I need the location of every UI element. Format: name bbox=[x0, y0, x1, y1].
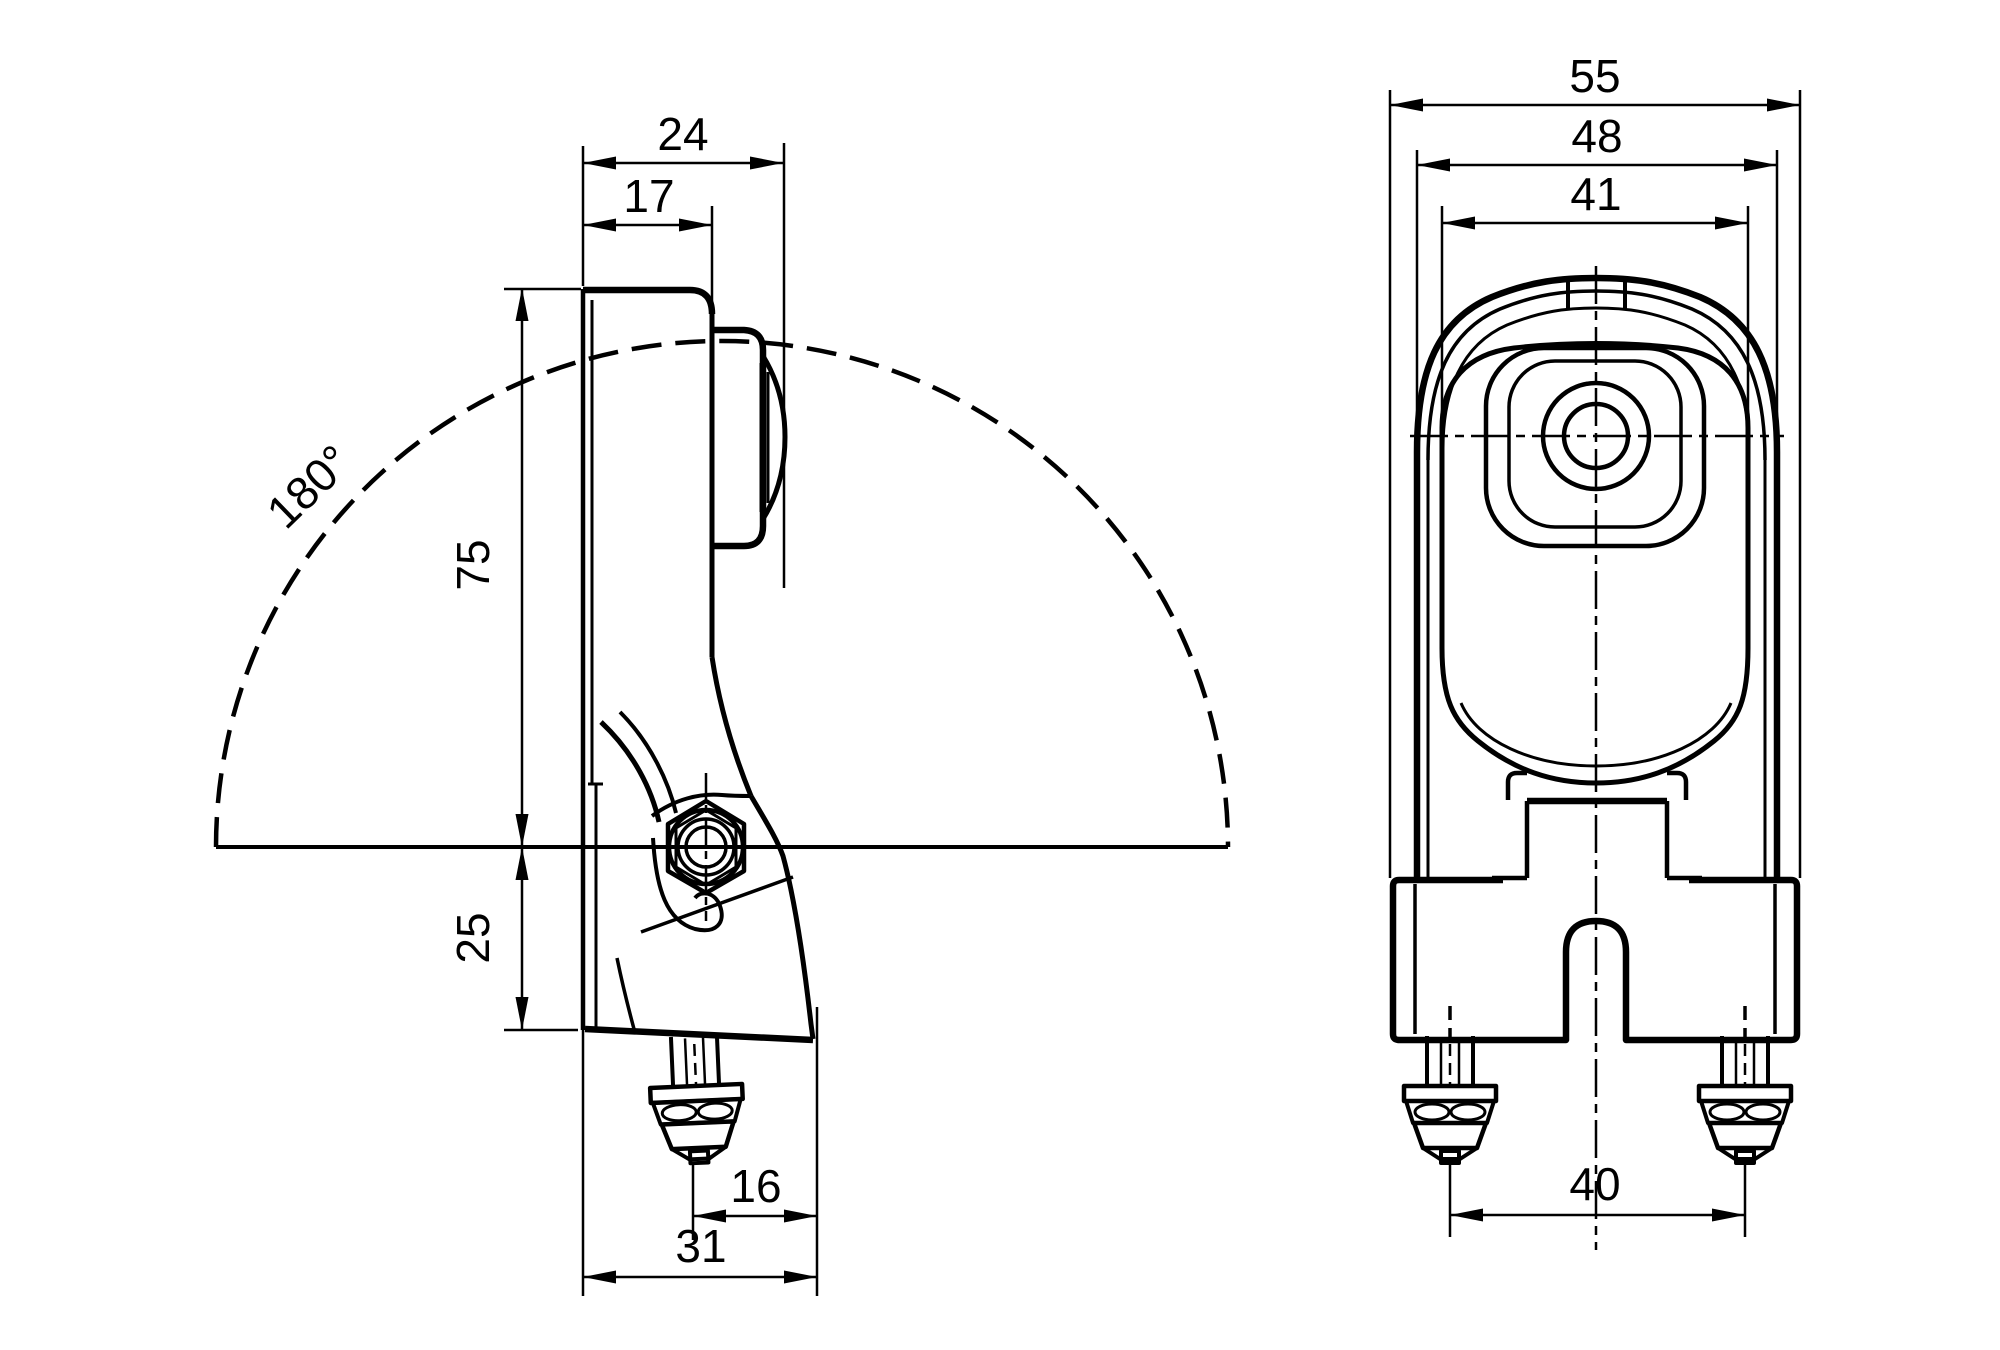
fork-hook bbox=[651, 837, 724, 933]
arrow-75-top bbox=[515, 288, 529, 321]
arrow-41-right bbox=[1715, 216, 1748, 230]
dim-label-40: 40 bbox=[1569, 1158, 1620, 1210]
arrow-31-left bbox=[583, 1270, 616, 1284]
arrow-55-right bbox=[1767, 98, 1800, 112]
arrow-55-left bbox=[1390, 98, 1423, 112]
nut-hex-outer bbox=[665, 798, 747, 896]
stud-hidden-lines bbox=[1448, 1006, 1747, 1038]
front-stud-left bbox=[1404, 1036, 1496, 1163]
base-crease-lines bbox=[1413, 884, 1777, 1034]
side-mounting-stud bbox=[648, 1034, 745, 1165]
dim-label-25: 25 bbox=[447, 912, 499, 963]
arrow-25-bottom bbox=[515, 997, 529, 1030]
arm-front-edge bbox=[709, 656, 754, 797]
side-view: 180° bbox=[213, 108, 1231, 1296]
head-top-edge bbox=[583, 286, 716, 315]
foot-bottom-edge bbox=[584, 1025, 814, 1044]
side-dimensions: 24 17 75 25 16 31 bbox=[447, 108, 819, 1296]
arrow-25-top bbox=[515, 847, 529, 880]
front-stud-right bbox=[1699, 1036, 1791, 1163]
centerlines bbox=[1410, 266, 1784, 1250]
arm-lower-left-edge bbox=[615, 957, 636, 1030]
dim-label-41: 41 bbox=[1570, 168, 1621, 220]
pivot-arm bbox=[584, 656, 816, 1044]
arm-lower-edge bbox=[748, 794, 816, 1040]
arm-crease-line bbox=[640, 875, 794, 934]
arrow-31-right bbox=[784, 1270, 817, 1284]
arrow-24-left bbox=[583, 156, 616, 170]
neck-sides bbox=[1524, 801, 1670, 878]
arrow-17-right bbox=[679, 218, 712, 232]
dim-label-16: 16 bbox=[730, 1160, 781, 1212]
dim-label-55: 55 bbox=[1569, 50, 1620, 102]
dim-label-180: 180° bbox=[257, 435, 362, 539]
dim-label-48: 48 bbox=[1571, 110, 1622, 162]
dim-label-31: 31 bbox=[675, 1220, 726, 1272]
dim-label-17: 17 bbox=[623, 170, 674, 222]
arrow-17-left bbox=[583, 218, 616, 232]
arrow-40-right bbox=[1712, 1208, 1745, 1222]
arrow-24-right bbox=[750, 156, 783, 170]
swivel-range: 180° bbox=[213, 338, 1231, 849]
arm-over-pivot-curve bbox=[650, 792, 752, 818]
arrow-40-left bbox=[1450, 1208, 1483, 1222]
collar-hook-right bbox=[1667, 770, 1689, 800]
swivel-arc bbox=[213, 338, 1231, 848]
front-dimensions: 55 48 41 40 bbox=[1388, 50, 1802, 1237]
mount-plate bbox=[580, 289, 603, 1030]
sensor-head-side bbox=[583, 286, 788, 657]
lens-housing-outline bbox=[712, 326, 767, 550]
fork-outer-edge bbox=[599, 720, 662, 823]
fork-inner-edge bbox=[618, 710, 678, 814]
arrow-75-bottom bbox=[515, 814, 529, 847]
arrow-41-left bbox=[1442, 216, 1475, 230]
arrow-16-right bbox=[784, 1209, 817, 1223]
shell-third-arc bbox=[1441, 306, 1751, 449]
dim-label-24: 24 bbox=[657, 108, 708, 160]
front-view: 55 48 41 40 bbox=[1388, 50, 1802, 1250]
dim-label-75: 75 bbox=[447, 539, 499, 590]
face-plate-outline bbox=[1439, 341, 1751, 786]
arrow-48-right bbox=[1744, 158, 1777, 172]
top-seam-tab bbox=[1566, 280, 1627, 309]
collar-hook-left bbox=[1505, 770, 1527, 800]
pivot-nut bbox=[665, 773, 747, 921]
lens-dome-arc bbox=[760, 354, 788, 521]
arrow-48-left bbox=[1417, 158, 1450, 172]
